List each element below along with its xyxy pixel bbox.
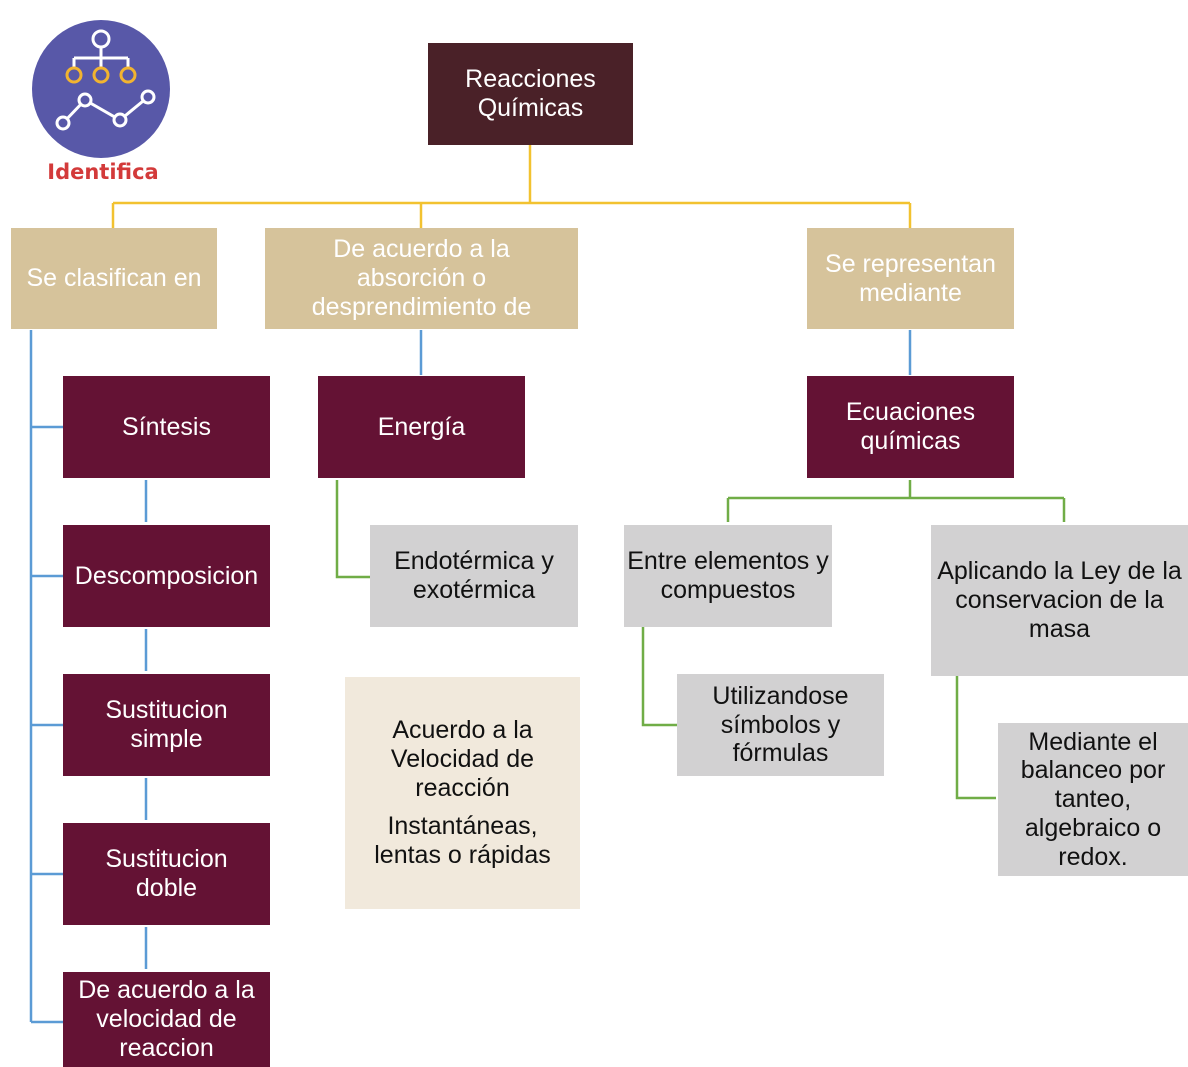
equations-right: Aplicando la Ley de la conservacion de l… xyxy=(931,525,1188,676)
velocidad-detail: Instantáneas, lentas o rápidas xyxy=(374,812,551,870)
type-velocidad-reaccion: De acuerdo a la velocidad de reaccion xyxy=(63,972,270,1067)
equations-right-label: Aplicando la Ley de la conservacion de l… xyxy=(937,557,1182,643)
type-label: De acuerdo a la velocidad de reaccion xyxy=(78,976,255,1062)
hierarchy-network-icon xyxy=(32,20,170,158)
equations-left-child-label: Utilizandose símbolos y fórmulas xyxy=(712,681,849,768)
type-sintesis: Síntesis xyxy=(63,376,270,478)
type-label: Sustitucion doble xyxy=(105,845,228,902)
equations-left-label: Entre elementos y compuestos xyxy=(627,547,829,604)
energy-child-label: Endotérmica y exotérmica xyxy=(394,547,554,604)
logo-label: Identifica xyxy=(47,160,159,184)
branch-energia-intro-label: De acuerdo a la absorción o desprendimie… xyxy=(311,235,532,321)
type-descomposicion: Descomposicion xyxy=(63,525,270,627)
equations-left-child: Utilizandose símbolos y fórmulas xyxy=(677,674,884,776)
type-label: Síntesis xyxy=(122,412,211,441)
type-sustitucion-doble: Sustitucion doble xyxy=(63,823,270,925)
type-label: Descomposicion xyxy=(74,561,259,590)
equations-left: Entre elementos y compuestos xyxy=(624,525,832,627)
energy-node: Energía xyxy=(318,376,525,478)
root-label: Reacciones Químicas xyxy=(465,65,596,122)
branch-clasifican: Se clasifican en xyxy=(11,228,217,329)
root-node: Reacciones Químicas xyxy=(428,43,633,145)
branch-energia-intro: De acuerdo a la absorción o desprendimie… xyxy=(265,228,578,329)
type-sustitucion-simple: Sustitucion simple xyxy=(63,674,270,776)
equations-node: Ecuaciones químicas xyxy=(807,376,1014,478)
velocidad-note: Acuerdo a la Velocidad de reacción Insta… xyxy=(345,677,580,909)
branch-representan: Se representan mediante xyxy=(807,228,1014,329)
equations-label: Ecuaciones químicas xyxy=(845,398,976,455)
branch-representan-label: Se representan mediante xyxy=(825,249,996,307)
branch-clasifican-label: Se clasifican en xyxy=(26,264,202,293)
energy-label: Energía xyxy=(377,412,466,441)
velocidad-title: Acuerdo a la Velocidad de reacción xyxy=(390,716,535,802)
identifica-logo: Identifica xyxy=(28,20,178,190)
equations-right-child-label: Mediante el balanceo por tanteo, algebra… xyxy=(1020,727,1166,871)
energy-child: Endotérmica y exotérmica xyxy=(370,525,578,627)
equations-right-child: Mediante el balanceo por tanteo, algebra… xyxy=(998,723,1188,876)
type-label: Sustitucion simple xyxy=(105,696,228,753)
